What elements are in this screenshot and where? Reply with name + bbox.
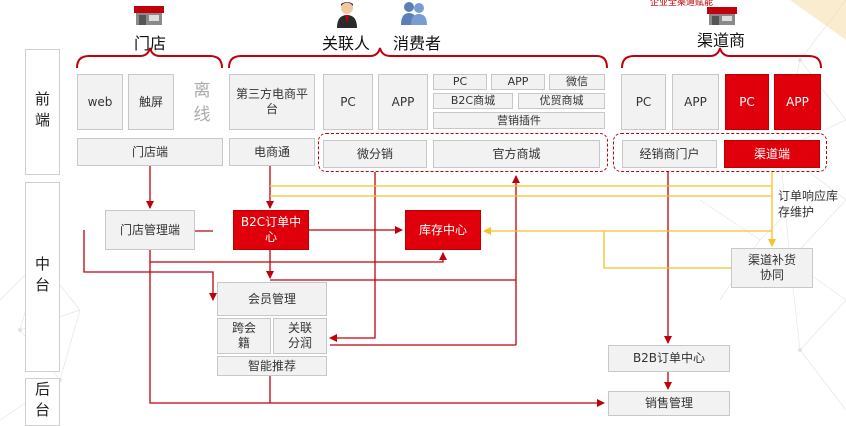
dealer-portal-box[interactable]: 经销商门户: [622, 140, 717, 168]
people-icon: [401, 2, 427, 25]
offline-label: 离线: [193, 81, 211, 125]
official-mall-box[interactable]: 官方商城: [433, 140, 600, 168]
third-party-platform-box[interactable]: 第三方电商平台: [229, 74, 315, 130]
channel-pc-box[interactable]: PC: [621, 74, 666, 130]
top-banner-text: 企业全渠道赋能: [650, 0, 714, 8]
consumer-group-frame: [318, 133, 608, 172]
order-response-note: 订单响应库存维护: [778, 189, 839, 220]
youmao-mall-box[interactable]: 优贸商城: [518, 93, 605, 109]
wei-distribution-box[interactable]: 微分销: [323, 140, 427, 168]
header-associate: 关联人: [322, 34, 371, 53]
channel-end-box[interactable]: 渠道端: [724, 140, 820, 168]
member-management-box[interactable]: 会员管理: [217, 282, 327, 316]
b2c-mall-box[interactable]: B2C商城: [433, 93, 513, 109]
inventory-center-box[interactable]: 库存中心: [405, 210, 481, 250]
sales-management-box[interactable]: 销售管理: [608, 391, 730, 416]
web-box[interactable]: web: [77, 74, 123, 130]
lane-middle: 中台: [25, 182, 60, 372]
touchscreen-box[interactable]: 触屏: [128, 74, 174, 130]
b2c-order-center-box[interactable]: B2C订单中心: [233, 210, 309, 250]
small-app-box[interactable]: APP: [491, 74, 545, 90]
lane-back: 后台: [25, 378, 60, 426]
header-store: 门店: [134, 34, 167, 53]
person-icon: [337, 2, 357, 28]
store-end-box[interactable]: 门店端: [77, 138, 223, 166]
b2b-order-center-box[interactable]: B2B订单中心: [608, 345, 730, 372]
channel-group-frame: [613, 133, 827, 172]
smart-recommend-box[interactable]: 智能推荐: [217, 356, 327, 376]
store-management-box[interactable]: 门店管理端: [105, 210, 195, 250]
bracket-channel: [621, 47, 822, 69]
small-pc-box[interactable]: PC: [433, 74, 487, 90]
marketing-plugin-box[interactable]: 营销插件: [433, 112, 605, 129]
bracket-store: [76, 47, 223, 69]
associate-profit-share-box[interactable]: 关联分润: [273, 318, 327, 354]
header-channel: 渠道商: [697, 31, 746, 50]
lane-front: 前端: [25, 49, 60, 175]
app-box[interactable]: APP: [378, 74, 428, 130]
channel-replenish-box[interactable]: 渠道补货协同: [731, 248, 813, 288]
cross-membership-box[interactable]: 跨会籍: [217, 318, 271, 354]
pc-box[interactable]: PC: [323, 74, 373, 130]
header-consumer: 消费者: [393, 34, 442, 53]
channel-app-box[interactable]: APP: [672, 74, 719, 130]
bracket-consumer: [228, 47, 608, 69]
shop-icon: [707, 7, 737, 25]
channel-app-highlight-box[interactable]: APP: [774, 74, 821, 130]
wechat-box[interactable]: 微信: [549, 74, 605, 90]
shop-icon: [134, 6, 164, 25]
ecommerce-box[interactable]: 电商通: [229, 138, 315, 166]
channel-pc-highlight-box[interactable]: PC: [725, 74, 769, 130]
